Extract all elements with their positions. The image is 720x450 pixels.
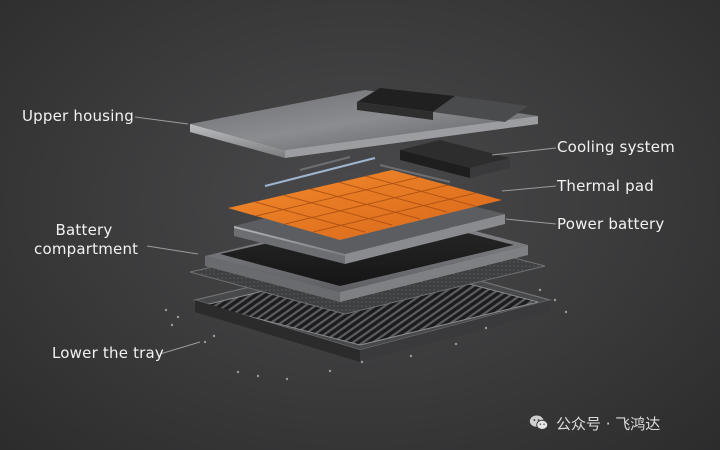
label-battery-compartment: Battery compartment (34, 221, 139, 259)
upper-housing (190, 88, 538, 158)
label-power-battery: Power battery (557, 215, 665, 233)
label-thermal-pad: Thermal pad (557, 177, 654, 195)
wechat-icon (529, 415, 549, 430)
label-battery-compartment-line2: compartment (34, 240, 139, 258)
watermark: 公众号 · 飞鸿达 (528, 411, 660, 435)
label-battery-compartment-line1: Battery (55, 221, 113, 239)
label-upper-housing: Upper housing (22, 107, 134, 125)
watermark-text: 公众号 · 飞鸿达 (556, 414, 661, 433)
cooling-system (264, 140, 510, 187)
fasteners (164, 288, 568, 381)
label-lower-tray: Lower the tray (52, 344, 165, 362)
thermal-pad (228, 170, 502, 240)
label-cooling-system: Cooling system (557, 138, 675, 156)
leader-lines (134, 116, 557, 355)
